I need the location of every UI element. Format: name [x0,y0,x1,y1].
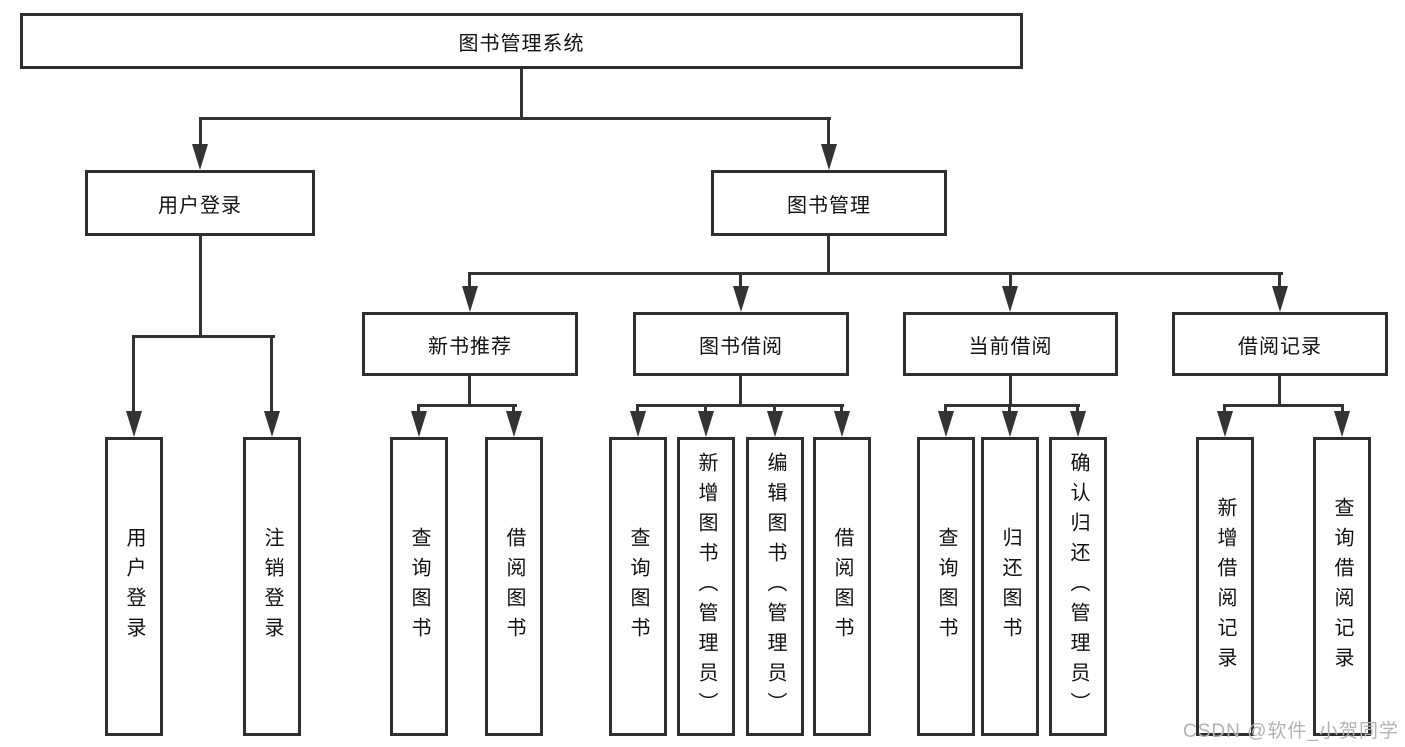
connector-hline [1223,404,1344,407]
leaf-label: 查询图书 [408,526,430,647]
arrow-down-icon [462,286,478,312]
connector-vline [1341,404,1344,414]
connector-hline [417,404,517,407]
connector-vline [1223,404,1226,414]
connector-vline [1009,272,1012,290]
arrow-down-icon [767,411,783,437]
arrow-down-icon [411,411,427,437]
connector-vline [199,117,202,147]
node-label: 用户登录 [158,194,242,217]
connector-vline [132,335,135,413]
leaf-borrow-books: 借阅图书 [813,437,871,736]
leaf-query-books: 查询图书 [390,437,448,736]
connector-vline [773,404,776,414]
leaf-label: 注销登录 [261,526,283,647]
node-user-login: 用户登录 [85,170,315,236]
leaf-label: 查询图书 [935,526,957,647]
node-label: 图书管理 [787,194,871,217]
leaf-return-books: 归还图书 [981,437,1039,736]
arrow-down-icon [1002,286,1018,312]
arrow-down-icon [1272,286,1288,312]
arrow-down-icon [698,411,714,437]
leaf-label: 查询借阅记录 [1331,496,1353,677]
node-current-borrowing: 当前借阅 [903,312,1118,376]
connector-vline [739,272,742,290]
node-root-label: 图书管理系统 [458,32,585,55]
connector-vline [468,272,471,290]
leaf-add-borrow-record: 新增借阅记录 [1196,437,1254,736]
arrow-down-icon [733,286,749,312]
leaf-label: 归还图书 [999,526,1021,647]
leaf-label: 新增借阅记录 [1214,496,1236,677]
connector-vline [704,404,707,414]
connector-hline [199,117,831,120]
node-book-management: 图书管理 [711,170,947,236]
connector-vline [827,117,830,147]
connector-vline [636,404,639,414]
connector-hline [132,335,275,338]
connector-vline [827,236,830,275]
connector-vline [199,236,202,337]
leaf-label: 借阅图书 [503,526,525,647]
leaf-logout: 注销登录 [243,437,301,736]
arrow-down-icon [506,411,522,437]
leaf-label: 用户登录 [123,526,145,647]
leaf-query-borrow-record: 查询借阅记录 [1313,437,1371,736]
arrow-down-icon [1002,411,1018,437]
connector-vline [944,404,947,414]
node-label: 图书借阅 [699,335,783,358]
connector-vline [270,335,273,413]
connector-vline [739,376,742,407]
leaf-query-books: 查询图书 [917,437,975,736]
connector-vline [468,376,471,407]
arrow-down-icon [1334,411,1350,437]
leaf-label: 编辑图书（管理员） [764,451,786,722]
connector-vline [1278,272,1281,290]
leaf-edit-books-admin: 编辑图书（管理员） [746,437,804,736]
leaf-label: 确认归还（管理员） [1067,451,1089,722]
node-label: 借阅记录 [1238,335,1322,358]
leaf-label: 查询图书 [627,526,649,647]
connector-vline [840,404,843,414]
node-label: 当前借阅 [968,335,1053,358]
connector-hline [944,404,1080,407]
arrow-down-icon [821,144,837,170]
leaf-query-books: 查询图书 [609,437,667,736]
node-borrowing-records: 借阅记录 [1172,312,1388,376]
connector-hline [636,404,844,407]
connector-vline [1076,404,1079,414]
connector-vline [520,69,523,120]
connector-vline [512,404,515,414]
arrow-down-icon [264,411,280,437]
leaf-label: 新增图书（管理员） [695,451,717,722]
node-root: 图书管理系统 [20,13,1023,69]
node-book-borrowing: 图书借阅 [633,312,849,376]
leaf-confirm-return-admin: 确认归还（管理员） [1049,437,1107,736]
node-new-book-recommend: 新书推荐 [362,312,578,376]
connector-vline [1008,404,1011,414]
arrow-down-icon [126,411,142,437]
arrow-down-icon [1070,411,1086,437]
node-label: 新书推荐 [428,335,512,358]
csdn-watermark: CSDN @软件_小贺同学 [1183,721,1399,742]
arrow-down-icon [1217,411,1233,437]
connector-vline [1009,376,1012,407]
leaf-label: 借阅图书 [831,526,853,647]
leaf-add-books-admin: 新增图书（管理员） [677,437,735,736]
arrow-down-icon [630,411,646,437]
leaf-user-login: 用户登录 [105,437,163,736]
leaf-borrow-books: 借阅图书 [485,437,543,736]
connector-vline [417,404,420,414]
arrow-down-icon [938,411,954,437]
arrow-down-icon [192,144,208,170]
arrow-down-icon [834,411,850,437]
connector-vline [1278,376,1281,407]
connector-hline [468,272,1283,275]
